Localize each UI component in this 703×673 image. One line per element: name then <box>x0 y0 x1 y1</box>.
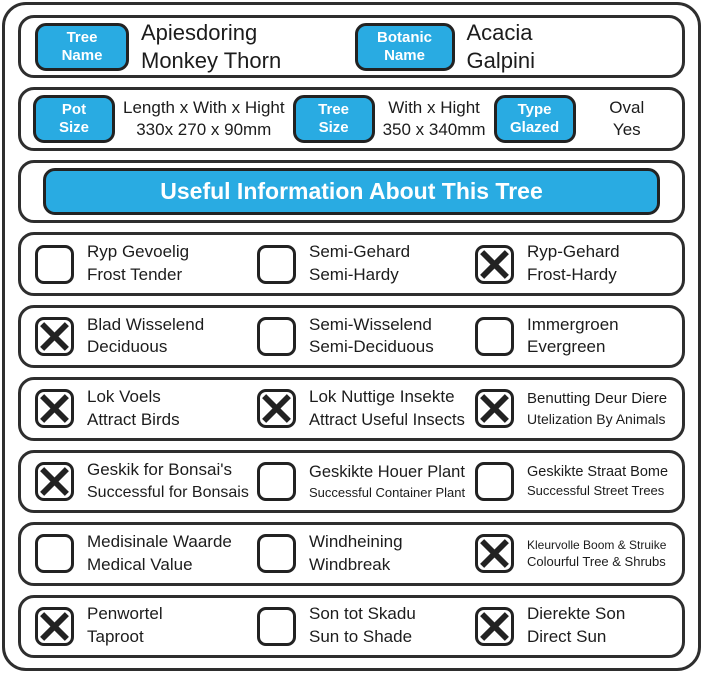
attribute-label: Geskik for Bonsai's Successful for Bonsa… <box>87 460 249 502</box>
tree-size-badge: Tree Size <box>292 95 375 144</box>
attribute-label: Penwortel Taproot <box>87 604 163 647</box>
attribute-label: Son tot Skadu Sun to Shade <box>309 604 416 647</box>
attribute-item: Blad Wisselend Deciduous <box>35 314 257 360</box>
tree-name-value: Apiesdoring Monkey Thorn <box>141 20 282 73</box>
pot-size-badge: Pot Size <box>33 95 115 144</box>
attribute-label: Windheining Windbreak <box>309 531 403 574</box>
attribute-item: Windheining Windbreak <box>257 531 475 577</box>
checkbox-street-tree[interactable] <box>475 461 514 501</box>
attribute-item: Semi-Wisselend Semi-Deciduous <box>257 314 475 360</box>
check-x-icon <box>480 249 509 279</box>
attribute-item: Geskikte Houer Plant Successful Containe… <box>257 461 475 501</box>
attribute-label: Blad Wisselend Deciduous <box>87 314 205 357</box>
checkbox-attract-insects[interactable] <box>257 389 296 429</box>
check-x-icon <box>480 394 509 424</box>
attribute-item: Dierekte Son Direct Sun <box>475 603 674 649</box>
check-x-icon <box>480 539 509 569</box>
checkbox-evergreen[interactable] <box>475 316 514 356</box>
attribute-item: Immergroen Evergreen <box>475 314 674 360</box>
tree-size-value: With x Hight 350 x 340mm <box>382 98 486 140</box>
attribute-label: Semi-Wisselend Semi-Deciduous <box>309 314 434 357</box>
attribute-label: Lok Voels Attract Birds <box>87 386 180 429</box>
attribute-row-frost: Ryp Gevoelig Frost Tender Semi-Gehard Se… <box>18 232 685 296</box>
attribute-row-wildlife: Lok Voels Attract Birds Lok Nuttige Inse… <box>18 377 685 441</box>
attribute-label: Lok Nuttige Insekte Attract Useful Insec… <box>309 387 465 430</box>
attribute-label: Dierekte Son Direct Sun <box>527 604 626 647</box>
attribute-label: Benutting Deur Diere Utelization By Anim… <box>527 390 668 427</box>
size-section: Pot Size Length x With x Hight 330x 270 … <box>18 87 685 151</box>
attribute-item: Benutting Deur Diere Utelization By Anim… <box>475 389 674 429</box>
checkbox-container-plant[interactable] <box>257 461 296 501</box>
attribute-item: Lok Nuttige Insekte Attract Useful Insec… <box>257 386 475 431</box>
info-banner: Useful Information About This Tree <box>43 168 660 216</box>
attribute-row-foliage: Blad Wisselend Deciduous Semi-Wisselend … <box>18 304 685 369</box>
attribute-label: Geskikte Houer Plant Successful Containe… <box>309 463 466 500</box>
attribute-row-root-sun: Penwortel Taproot Son tot Skadu Sun to S… <box>18 594 685 658</box>
name-section: Tree Name Apiesdoring Monkey Thorn Botan… <box>18 15 685 79</box>
checkbox-windbreak[interactable] <box>257 534 296 574</box>
attribute-label: Geskikte Straat Bome Successful Street T… <box>527 463 669 499</box>
check-x-icon <box>262 394 291 424</box>
checkbox-taproot[interactable] <box>35 606 74 646</box>
banner-section: Useful Information About This Tree <box>18 159 685 224</box>
checkbox-medical-value[interactable] <box>35 534 74 574</box>
attribute-item: Penwortel Taproot <box>35 603 257 649</box>
checkbox-direct-sun[interactable] <box>475 606 514 646</box>
attribute-item: Geskikte Straat Bome Successful Street T… <box>475 461 674 501</box>
check-x-icon <box>40 322 69 351</box>
checkbox-deciduous[interactable] <box>35 316 74 356</box>
attribute-label: Immergroen Evergreen <box>527 314 619 357</box>
attribute-item: Geskik for Bonsai's Successful for Bonsa… <box>35 459 257 504</box>
check-x-icon <box>40 394 69 424</box>
attribute-item: Medisinale Waarde Medical Value <box>35 531 257 577</box>
checkbox-bonsai[interactable] <box>35 461 74 501</box>
attribute-item: Ryp Gevoelig Frost Tender <box>35 241 257 287</box>
botanic-name-badge-line1: Botanic <box>376 28 432 46</box>
checkbox-frost-tender[interactable] <box>35 244 74 284</box>
botanic-name-badge: Botanic Name <box>354 22 455 71</box>
attribute-label: Semi-Gehard Semi-Hardy <box>309 242 411 285</box>
attribute-item: Ryp-Gehard Frost-Hardy <box>475 241 674 287</box>
checkbox-colourful[interactable] <box>475 534 514 574</box>
pot-type-value: Oval Yes <box>609 98 645 140</box>
botanic-name-value: Acacia Galpini <box>466 20 535 73</box>
attribute-item: Lok Voels Attract Birds <box>35 386 257 432</box>
tree-name-badge-line1: Tree <box>66 28 98 46</box>
checkbox-semi-hardy[interactable] <box>257 244 296 284</box>
attribute-label: Medisinale Waarde Medical Value <box>87 531 232 574</box>
botanic-name-badge-line2: Name <box>384 46 425 64</box>
attribute-label: Ryp Gevoelig Frost Tender <box>87 242 190 285</box>
attribute-label: Kleurvolle Boom & Struike Colourful Tree… <box>527 537 667 570</box>
attribute-row-value: Medisinale Waarde Medical Value Windhein… <box>18 522 685 586</box>
check-x-icon <box>40 466 69 496</box>
checkbox-sun-to-shade[interactable] <box>257 606 296 646</box>
pot-type-badge: Type Glazed <box>493 95 576 144</box>
check-x-icon <box>480 611 509 641</box>
attribute-item: Kleurvolle Boom & Struike Colourful Tree… <box>475 534 674 574</box>
check-x-icon <box>40 611 69 641</box>
attribute-row-uses: Geskik for Bonsai's Successful for Bonsa… <box>18 449 685 514</box>
checkbox-animal-use[interactable] <box>475 389 514 429</box>
checkbox-attract-birds[interactable] <box>35 389 74 429</box>
tree-name-badge: Tree Name <box>35 22 129 71</box>
attribute-item: Son tot Skadu Sun to Shade <box>257 603 475 649</box>
pot-size-value: Length x With x Hight 330x 270 x 90mm <box>123 98 285 140</box>
attribute-item: Semi-Gehard Semi-Hardy <box>257 241 475 287</box>
checkbox-frost-hardy[interactable] <box>475 244 514 284</box>
tree-name-badge-line2: Name <box>61 46 103 64</box>
attribute-label: Ryp-Gehard Frost-Hardy <box>527 242 620 285</box>
checkbox-semi-deciduous[interactable] <box>257 316 296 356</box>
